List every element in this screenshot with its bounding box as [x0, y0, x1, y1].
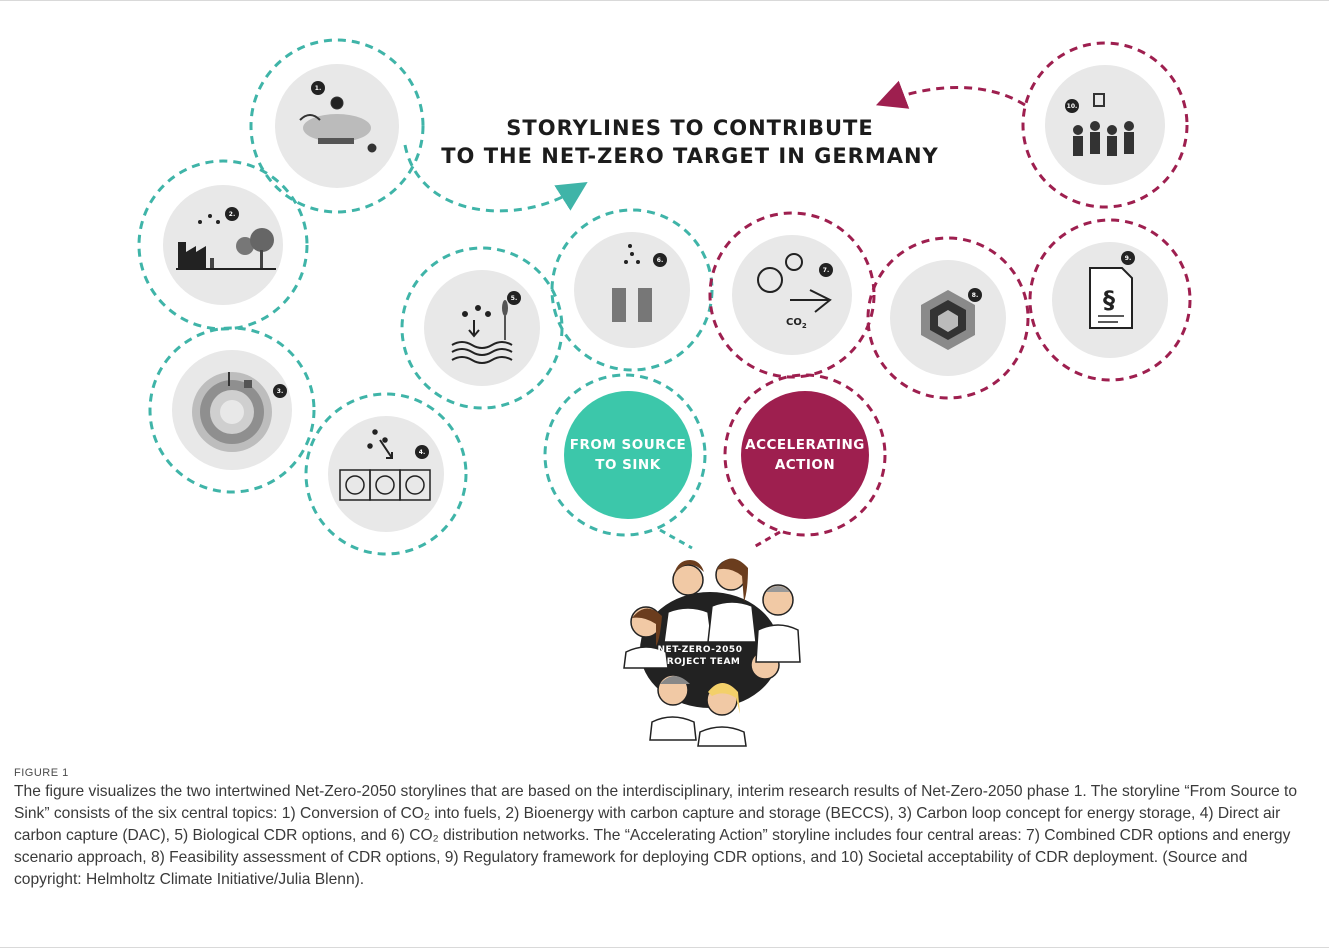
bottom-border: [0, 947, 1329, 948]
ring-topic-6: [550, 208, 714, 372]
gears-co2-icon: [757, 253, 832, 313]
ring-topic-10: [1021, 41, 1189, 209]
figure-caption: FIGURE 1 The figure visualizes the two i…: [14, 765, 1314, 891]
co2-label: CO2: [786, 317, 807, 330]
soil-layers-icon: [451, 300, 513, 364]
ring-topic-9: [1028, 218, 1192, 382]
bubble-source-line2: TO SINK: [595, 457, 660, 473]
topic-number-8: 8.: [972, 292, 978, 299]
storylines-figure: CO2 § 1. 2. 3. 4. 5. 6. 7: [137, 38, 1192, 747]
ring-topic-2: [137, 159, 309, 331]
figure-title-line1: STORYLINES TO CONTRIBUTE: [506, 116, 873, 140]
feasibility-star-icon: [921, 290, 975, 350]
ring-topic-4: [304, 392, 468, 556]
topic-number-3: 3.: [277, 388, 283, 395]
badge-topic-7: [819, 263, 833, 277]
maroon-connector-arrow: [875, 80, 1026, 109]
disc-topic-10: [1045, 65, 1165, 185]
ring-topic-3: [148, 326, 316, 494]
ring-accelerating: [723, 373, 887, 537]
topic-number-6: 6.: [657, 257, 663, 264]
people-thumbsup-icon: [1073, 93, 1134, 156]
bubble-action-line1: ACCELERATING: [745, 437, 865, 453]
badge-topic-8: [968, 288, 982, 302]
ring-topic-1: [249, 38, 425, 214]
ring-source-sink: [543, 373, 707, 537]
topic-number-4: 4.: [419, 449, 425, 456]
badge-topic-2: [225, 207, 239, 221]
badge-topic-1: [311, 81, 325, 95]
globe-fuel-icon: [299, 96, 377, 153]
bubble-source-line1: FROM SOURCE: [570, 437, 686, 453]
teal-connector-arrow: [403, 144, 588, 213]
section-mark: §: [1103, 286, 1115, 314]
caption-text: The figure visualizes the two intertwine…: [14, 783, 1298, 888]
badge-topic-10: [1065, 99, 1079, 113]
badge-topic-4: [415, 445, 429, 459]
topic-number-badges: [225, 81, 1135, 459]
topic-number-10: 10.: [1067, 103, 1078, 110]
teal-dashed-rings: [137, 38, 714, 556]
carbon-loop-icon: [192, 372, 272, 452]
ring-topic-7: [708, 211, 876, 379]
bubble-accelerating: [741, 391, 869, 519]
bubble-source-sink: [564, 391, 692, 519]
maroon-speech-tail: [751, 530, 781, 550]
topic-discs: [163, 64, 1168, 532]
factory-trees-icon: [176, 214, 276, 270]
topic-number-7: 7.: [823, 267, 829, 274]
badge-topic-5: [507, 291, 521, 305]
team-label-line1: NET-ZERO-2050: [658, 645, 743, 655]
figure-label: FIGURE 1: [14, 767, 69, 779]
bubble-action-line2: ACTION: [775, 457, 835, 473]
topic-number-1: 1.: [315, 85, 321, 92]
disc-topic-4: [328, 416, 444, 532]
maroon-dashed-rings: [708, 41, 1192, 537]
teal-speech-tail: [659, 528, 693, 550]
ring-topic-8: [866, 236, 1030, 400]
injection-well-icon: [612, 244, 652, 322]
regulation-document-icon: [1089, 267, 1133, 329]
badge-topic-9: [1121, 251, 1135, 265]
project-team-illustration: [623, 558, 801, 747]
disc-topic-2: [163, 185, 283, 305]
topic-number-2: 2.: [229, 211, 235, 218]
badge-topic-3: [273, 384, 287, 398]
dac-fans-icon: [339, 429, 431, 501]
topic-number-5: 5.: [511, 295, 517, 302]
top-border: [0, 0, 1329, 1]
badge-topic-6: [653, 253, 667, 267]
disc-topic-7: [732, 235, 852, 355]
topic-number-9: 9.: [1125, 255, 1131, 262]
team-label-line2: PROJECT TEAM: [660, 657, 741, 667]
figure-title-line2: TO THE NET-ZERO TARGET IN GERMANY: [441, 144, 939, 168]
disc-topic-5: [424, 270, 540, 386]
